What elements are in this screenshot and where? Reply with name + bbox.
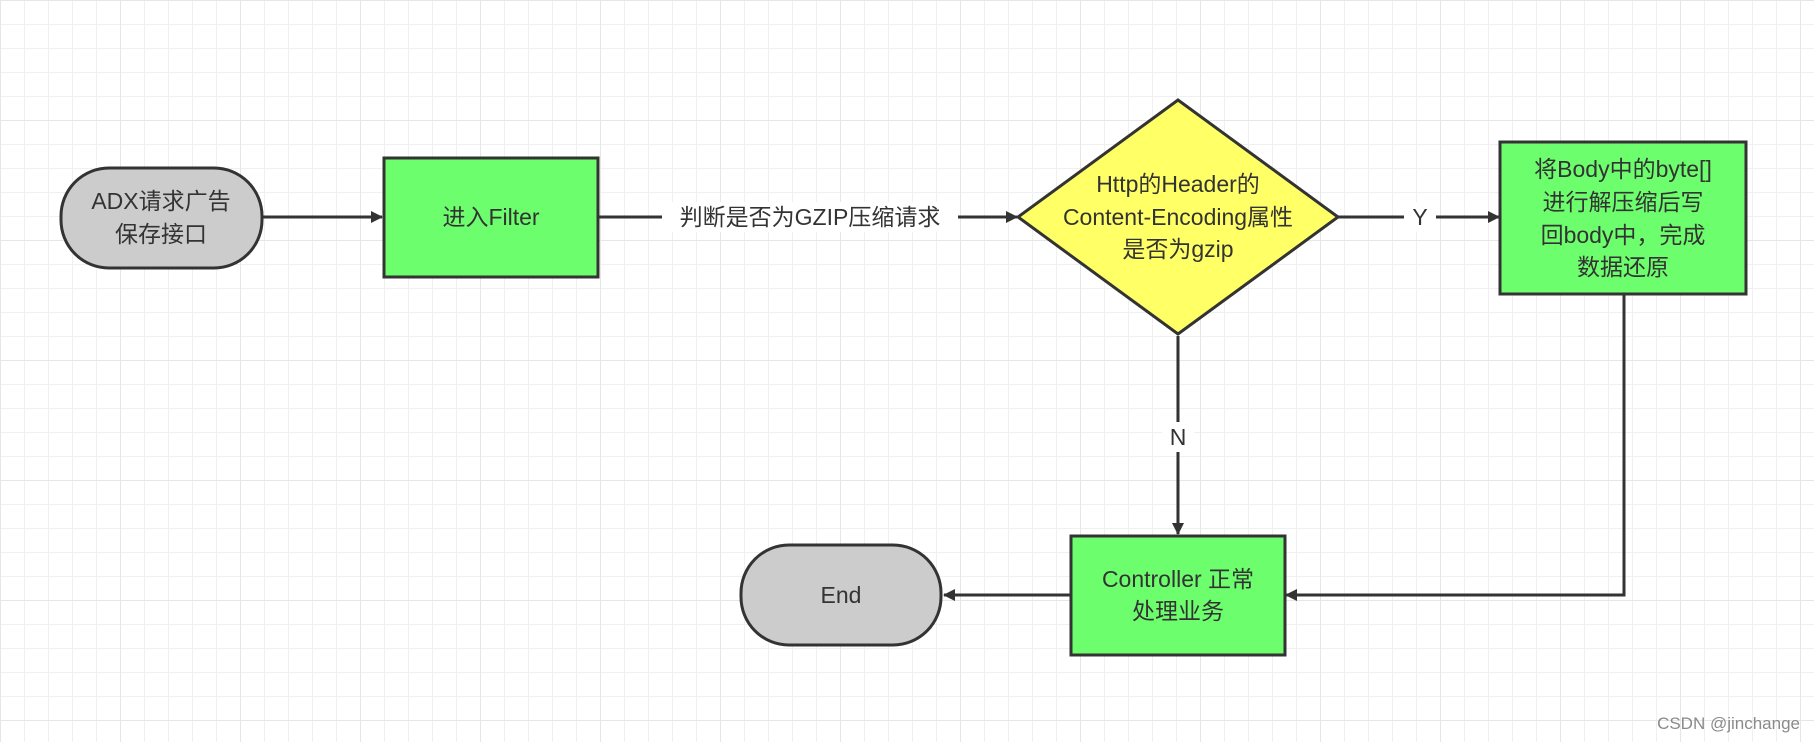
edge-label-bg [662, 202, 958, 232]
edge-label-no: N [1170, 424, 1187, 450]
decision-node-line-2: Content-Encoding属性 [1063, 204, 1293, 230]
start-node: ADX请求广告 保存接口 [59, 166, 264, 270]
end-node-label: End [821, 582, 862, 608]
start-node-line-1: ADX请求广告 [91, 188, 230, 214]
decompress-node-line-2: 进行解压缩后写 [1543, 189, 1704, 215]
controller-node-line-1: Controller 正常 [1102, 566, 1254, 592]
edge-decompress-to-controller [1285, 294, 1626, 601]
decompress-node-line-1: 将Body中的byte[] [1534, 156, 1712, 182]
decompress-node: 将Body中的byte[] 进行解压缩后写 回body中，完成 数据还原 [1498, 140, 1748, 296]
edge-label-gzip-check: 判断是否为GZIP压缩请求 [680, 204, 941, 230]
controller-node-line-2: 处理业务 [1132, 598, 1224, 624]
end-node: End [739, 543, 943, 647]
filter-node: 进入Filter [382, 156, 600, 279]
controller-node: Controller 正常 处理业务 [1069, 534, 1287, 657]
decompress-node-line-4: 数据还原 [1577, 254, 1669, 280]
edge-label-yes: Y [1412, 204, 1427, 230]
decision-node-line-1: Http的Header的 [1096, 171, 1260, 197]
edge-label-bg [1162, 422, 1194, 452]
decision-node-line-3: 是否为gzip [1122, 236, 1233, 262]
decision-node: Http的Header的 Content-Encoding属性 是否为gzip [1015, 98, 1341, 336]
start-node-line-2: 保存接口 [115, 221, 207, 247]
edge-label-bg [1404, 202, 1436, 232]
filter-node-label: 进入Filter [442, 204, 539, 230]
decompress-node-line-3: 回body中，完成 [1541, 222, 1706, 248]
watermark: CSDN @jinchange [1657, 714, 1800, 733]
